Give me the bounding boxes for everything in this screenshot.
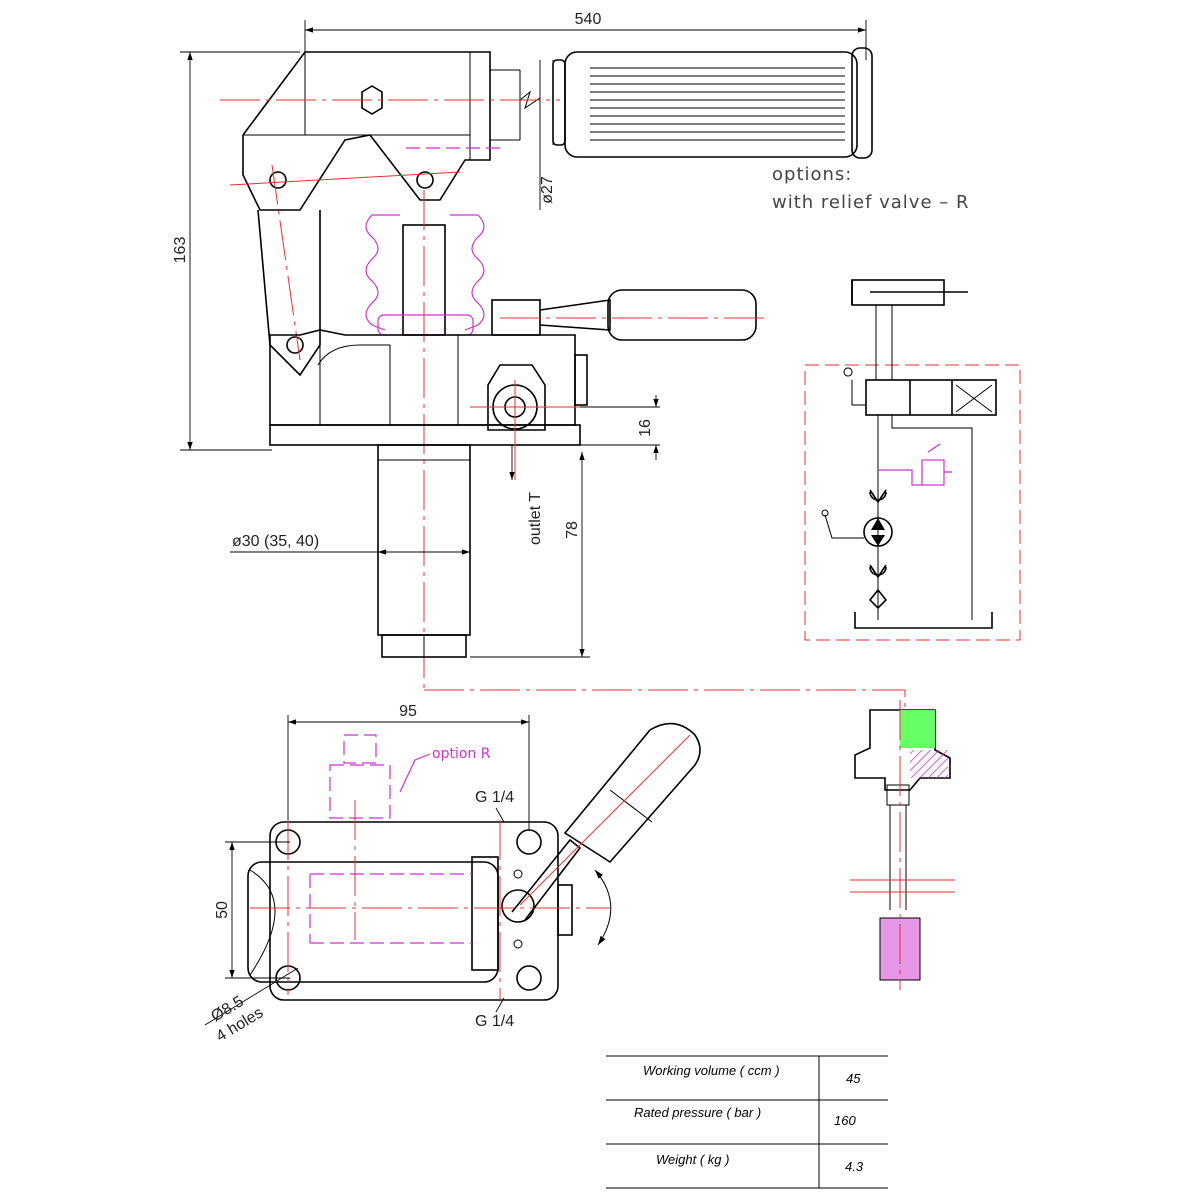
dimension-540-label: 540: [575, 11, 602, 28]
port-top-label: G 1/4: [475, 789, 514, 806]
base-length-label: 95: [399, 703, 417, 720]
top-view: 95 option R 50: [204, 703, 701, 1045]
spec-value: 45: [846, 1071, 861, 1086]
spec-row-rated-pressure: Rated pressure ( bar ) 160: [634, 1105, 856, 1128]
spec-label: Working volume ( ccm ): [643, 1063, 780, 1078]
handle-diameter-label: ø27: [539, 176, 556, 204]
spec-value: 4.3: [845, 1159, 864, 1174]
spec-table: Working volume ( ccm ) 45 Rated pressure…: [606, 1055, 888, 1189]
tank-section: [850, 700, 955, 990]
options-title: options:: [772, 164, 852, 185]
outlet-label: outlet T: [527, 492, 544, 545]
cylinder-diameter-label: ø30 (35, 40): [232, 533, 319, 550]
dimension-540: 540: [304, 11, 867, 100]
hydraulic-schematic: [804, 279, 1021, 641]
spec-label: Weight ( kg ): [656, 1152, 729, 1167]
port-bottom-label: G 1/4: [475, 1013, 514, 1030]
options-relief-valve: with relief valve – R: [772, 192, 969, 213]
dimension-163-label: 163: [172, 237, 189, 264]
outlet-height-label: 16: [637, 419, 654, 437]
cylinder-length-label: 78: [564, 521, 581, 539]
spec-label: Rated pressure ( bar ): [634, 1105, 761, 1120]
spec-value: 160: [834, 1113, 856, 1128]
dimension-163: 163: [172, 51, 300, 451]
side-view: 540 163: [172, 11, 969, 720]
base-width-label: 50: [214, 901, 231, 919]
spec-row-working-volume: Working volume ( ccm ) 45: [643, 1063, 861, 1086]
option-r-label: option R: [432, 746, 491, 762]
spec-row-weight: Weight ( kg ) 4.3: [656, 1152, 864, 1174]
